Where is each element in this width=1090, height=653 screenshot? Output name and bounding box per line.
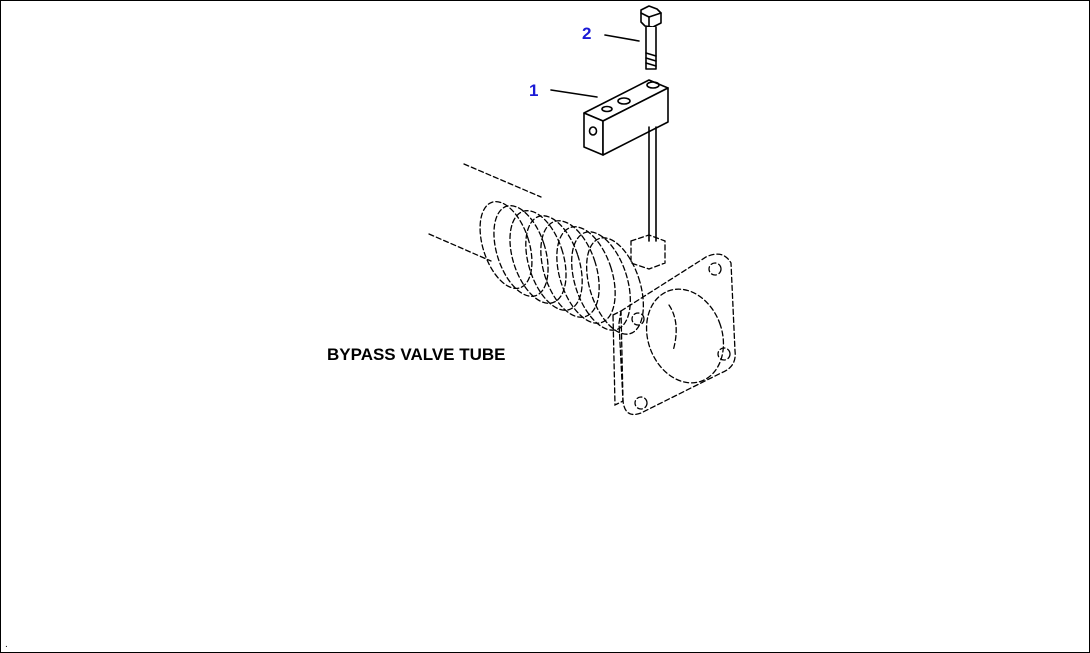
callout-1: 1 xyxy=(529,81,538,100)
bolt xyxy=(640,5,662,70)
bracket xyxy=(583,79,669,156)
bypass-valve-tube xyxy=(428,163,736,416)
diagram-caption: BYPASS VALVE TUBE xyxy=(327,345,506,364)
leader-line-2 xyxy=(604,34,640,42)
corner-mark: . xyxy=(5,639,8,650)
callout-2: 2 xyxy=(582,24,591,43)
leader-line-1 xyxy=(550,89,598,98)
